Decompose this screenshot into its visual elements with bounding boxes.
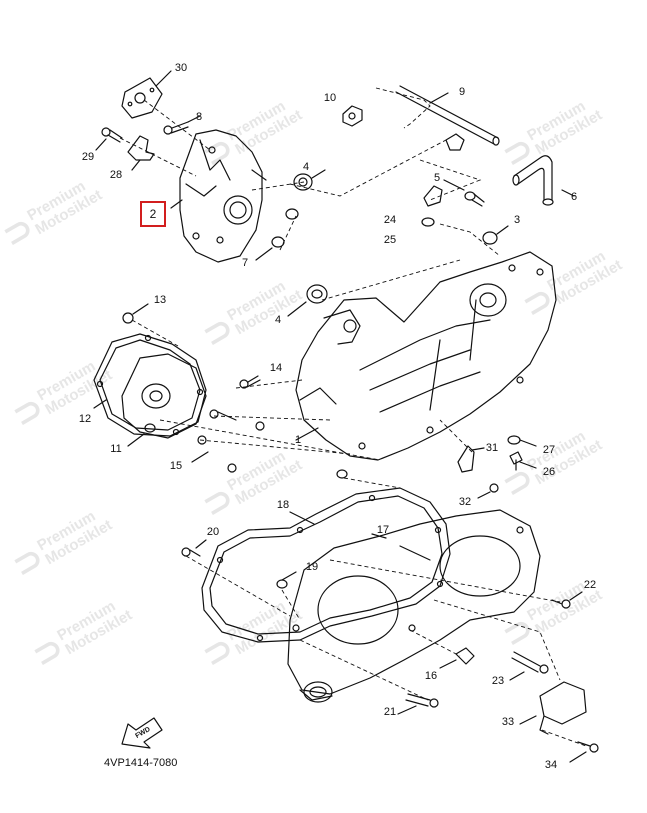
callout-28: 28 [109, 169, 123, 181]
part-10-nut [342, 105, 363, 127]
callout-34: 34 [544, 759, 558, 771]
part-31-bracket [457, 445, 485, 473]
callout-18: 18 [276, 499, 290, 511]
callout-11: 11 [110, 443, 122, 455]
callout-13: 13 [153, 294, 167, 306]
callout-21: 21 [383, 706, 397, 718]
part-5-fitting [443, 179, 485, 207]
callout-33: 33 [501, 716, 515, 728]
callout-9: 9 [458, 86, 466, 98]
callout-19: 19 [305, 561, 319, 573]
diagram-code: 4VP1414-7080 [104, 757, 178, 769]
callout-16: 16 [424, 670, 438, 682]
part-14-bolt [239, 375, 261, 389]
callout-6: 6 [570, 191, 578, 203]
part-4-bearing-upper [293, 169, 326, 191]
part-2-housing [170, 129, 267, 263]
highlighted-callout-2[interactable]: 2 [140, 201, 166, 227]
part-8-bolt [163, 115, 201, 135]
callout-7: 7 [241, 257, 249, 269]
callout-32: 32 [458, 496, 472, 508]
callout-20: 20 [206, 526, 220, 538]
part-1-crankcase [295, 251, 557, 461]
callout-25: 25 [383, 234, 397, 246]
part-21-bolt [397, 693, 439, 715]
callout-14: 14 [269, 362, 283, 374]
part-19-dowel [276, 571, 297, 589]
part-7-collar [255, 208, 299, 261]
part-17-cover [287, 509, 541, 703]
part-32-bolt [477, 483, 499, 499]
part-23-bolt [509, 651, 549, 681]
callout-5: 5 [433, 172, 441, 184]
part-9-shaft [395, 85, 500, 146]
callout-29: 29 [81, 151, 95, 163]
part-34-bolt [569, 741, 599, 763]
part-15-bolts [191, 409, 265, 473]
callout-1: 1 [294, 434, 302, 446]
callout-24: 24 [383, 214, 397, 226]
part-22-bolt [551, 591, 583, 609]
part-29-bolt [95, 127, 123, 151]
callout-10: 10 [323, 92, 337, 104]
part-33-bracket [519, 681, 587, 735]
callout-12: 12 [78, 413, 92, 425]
callout-2: 2 [149, 207, 157, 221]
callout-3: 3 [513, 214, 521, 226]
part-20-bolt [181, 539, 207, 557]
callout-4-lower: 4 [274, 314, 282, 326]
part-4-bearing-lower [287, 284, 328, 317]
part-16-plug [439, 647, 475, 669]
callout-30: 30 [174, 62, 188, 74]
callout-15: 15 [169, 460, 183, 472]
part-11-cover [121, 353, 207, 447]
part-27-washer [507, 435, 537, 447]
callout-17: 17 [376, 524, 390, 536]
part-30-plate [121, 70, 172, 119]
part-25-oring [421, 217, 435, 227]
part-18-gasket [201, 487, 451, 643]
part-13-dowel [122, 303, 149, 324]
callout-8: 8 [195, 111, 203, 123]
part-26-bolt [509, 451, 537, 471]
callout-27: 27 [542, 444, 556, 456]
part-6-hose [512, 155, 575, 206]
part-28-bracket [127, 135, 155, 171]
washer [445, 133, 465, 151]
part-3-collar [482, 225, 509, 245]
callout-4-upper: 4 [302, 161, 310, 173]
callout-31: 31 [485, 442, 499, 454]
callout-23: 23 [491, 675, 505, 687]
callout-26: 26 [542, 466, 556, 478]
fwd-arrow-icon [121, 717, 163, 749]
callout-22: 22 [583, 579, 597, 591]
